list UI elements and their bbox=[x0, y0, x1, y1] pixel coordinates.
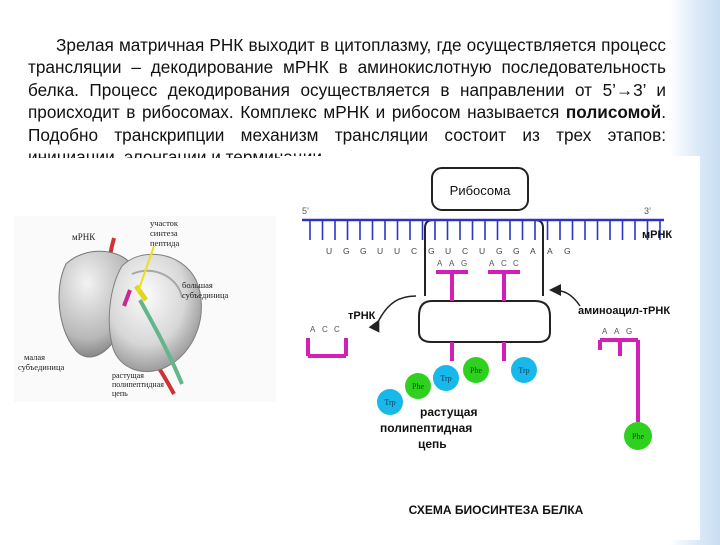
growing-chain-line1: растущая bbox=[420, 405, 477, 419]
codon-letter: C bbox=[411, 246, 417, 256]
codon-letter: G bbox=[343, 246, 350, 256]
amino-acid-trp-2-label: Trp bbox=[440, 374, 451, 383]
right-aminoacyl-trna bbox=[598, 338, 640, 422]
amino-acid-trp-3 bbox=[511, 357, 537, 383]
left-anticodon-2: C bbox=[322, 325, 328, 334]
ribosome-large-box bbox=[431, 167, 529, 211]
codon-letter: G bbox=[496, 246, 503, 256]
small-subunit-line2: субъединица bbox=[18, 362, 64, 372]
anticodon-a1: A bbox=[437, 259, 443, 268]
site-label-line2: синтеза bbox=[150, 228, 178, 238]
ribosome-illustration: мРНК участок синтеза пептида большая суб… bbox=[14, 216, 276, 402]
codon-letter: C bbox=[462, 246, 468, 256]
amino-acid-trp-3-label: Trp bbox=[518, 366, 529, 375]
right-anticodon-3: G bbox=[626, 327, 632, 336]
site-label-line3: пептида bbox=[150, 238, 179, 248]
left-free-trna bbox=[306, 338, 348, 358]
trna-p-site bbox=[436, 270, 468, 361]
right-anticodon-1: A bbox=[602, 327, 608, 336]
codon-letter: U bbox=[377, 246, 383, 256]
paragraph-text-part1: Зрелая матричная РНК выходит в цитоплазм… bbox=[28, 35, 666, 123]
ribosome-small-box bbox=[418, 300, 551, 343]
trna-a-site bbox=[488, 270, 520, 361]
codon-letter: A bbox=[547, 246, 553, 256]
codon-letter: G bbox=[360, 246, 367, 256]
anticodon-a3: G bbox=[461, 259, 467, 268]
right-anticodon-2: A bbox=[614, 327, 620, 336]
main-paragraph: Зрелая матричная РНК выходит в цитоплазм… bbox=[28, 34, 666, 158]
paragraph-text-part2: . Подобно транскрипции механизм трансляц… bbox=[28, 102, 666, 158]
growing-chain-line2: полипептидная bbox=[380, 421, 472, 435]
amino-acid-phe-2 bbox=[463, 357, 489, 383]
amino-acid-phe-1 bbox=[405, 373, 431, 399]
large-subunit-line2: субъединица bbox=[182, 290, 228, 300]
codon-letter: U bbox=[326, 246, 332, 256]
codon-letter: G bbox=[513, 246, 520, 256]
amino-acid-phe-2-label: Phe bbox=[470, 366, 482, 375]
scheme-title: СХЕМА БИОСИНТЕЗА БЕЛКА bbox=[409, 503, 584, 517]
trna-label: тРНК bbox=[348, 310, 376, 322]
anticodon-b1: A bbox=[489, 259, 495, 268]
growing-chain-line3: цепь bbox=[418, 437, 447, 451]
codon-letter: U bbox=[394, 246, 400, 256]
amino-acid-trp-1-label: Trp bbox=[384, 398, 395, 407]
amino-acid-trp-2 bbox=[433, 365, 459, 391]
left-anticodon-1: A bbox=[310, 325, 316, 334]
codon-letter: G bbox=[564, 246, 571, 256]
ribo-chain-line1: растущая bbox=[112, 371, 144, 380]
large-subunit-line1: большая bbox=[182, 280, 213, 290]
small-subunit-line1: малая bbox=[24, 352, 45, 362]
aminoacyl-trna-label: аминоацил-тРНК bbox=[578, 305, 670, 317]
codon-letter: U bbox=[445, 246, 451, 256]
five-prime-label: 5’ bbox=[302, 206, 309, 216]
ribo-chain-line3: цепь bbox=[112, 389, 128, 398]
amino-acid-phe-1-label: Phe bbox=[412, 382, 424, 391]
paragraph-bold-term: полисомой bbox=[565, 102, 662, 123]
free-amino-acid-phe bbox=[624, 422, 652, 450]
anticodon-a2: A bbox=[449, 259, 455, 268]
free-amino-acid-label: Phe bbox=[632, 432, 644, 441]
codon-letter: U bbox=[479, 246, 485, 256]
anticodon-b3: C bbox=[513, 259, 519, 268]
mrna-ticks bbox=[309, 220, 661, 240]
ribosome-label: Рибосома bbox=[450, 183, 511, 198]
anticodon-b2: C bbox=[501, 259, 507, 268]
site-label-line1: участок bbox=[150, 218, 179, 228]
codon-letter: A bbox=[530, 246, 536, 256]
mrna-label: мРНК bbox=[642, 229, 672, 241]
amino-acid-trp-1 bbox=[377, 389, 403, 415]
ribosome-mrna-label: мРНК bbox=[72, 232, 96, 242]
codon-letter: G bbox=[428, 246, 435, 256]
three-prime-label: 3’ bbox=[644, 206, 651, 216]
ribo-chain-line2: полипептидная bbox=[112, 380, 164, 389]
left-anticodon-3: C bbox=[334, 325, 340, 334]
